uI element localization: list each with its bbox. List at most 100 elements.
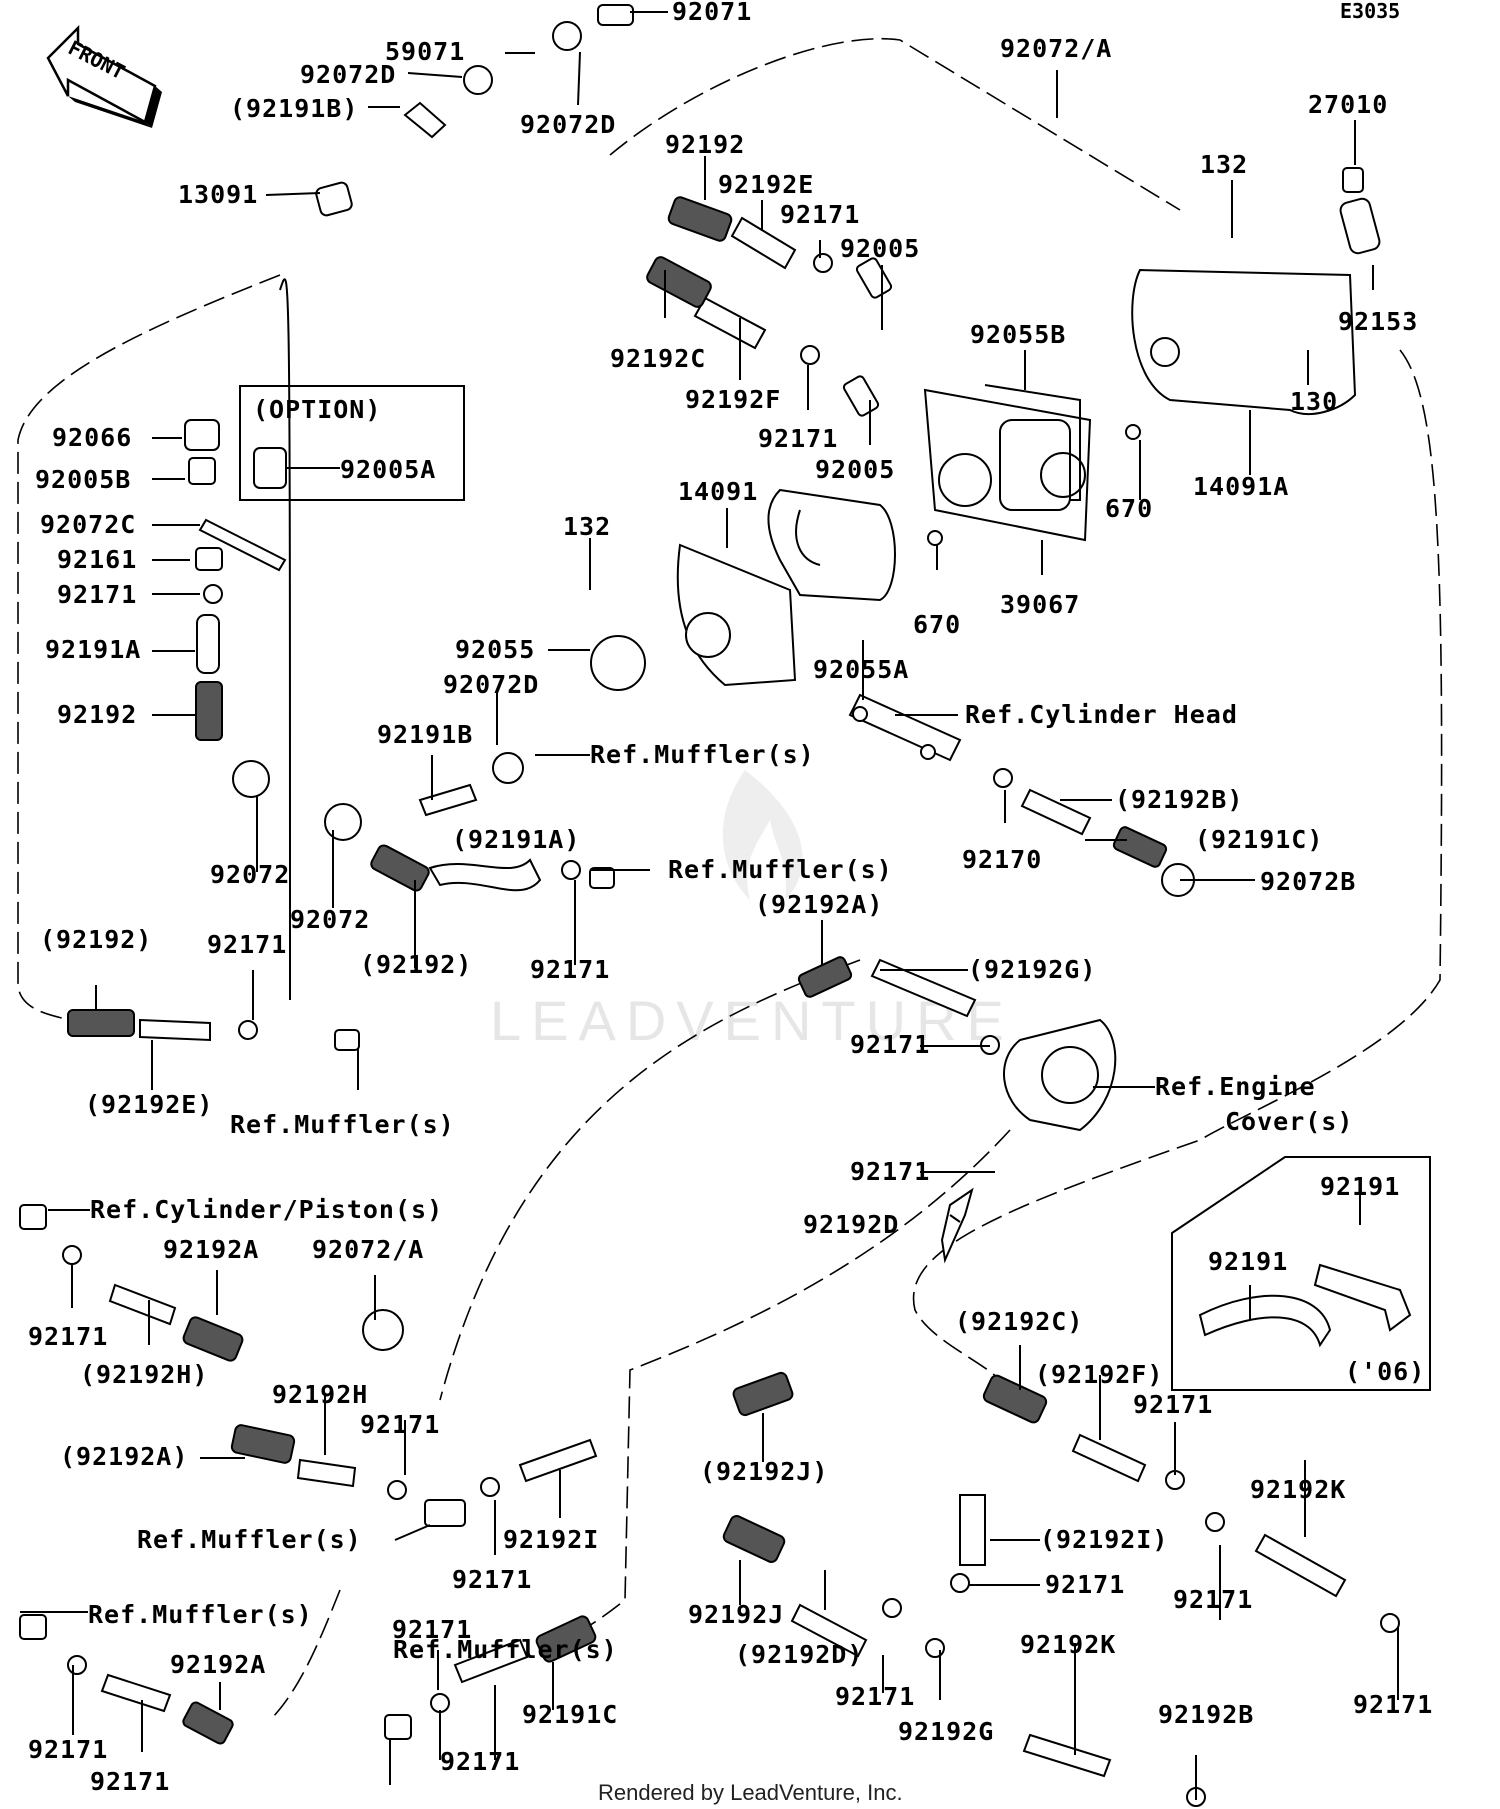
label-69: (92192F) (1035, 1360, 1163, 1389)
label-34: 92055A (813, 655, 909, 684)
label-49: (92192) (40, 925, 152, 954)
front-arrow-icon: FRONT (46, 24, 162, 128)
label-11: 132 (1200, 150, 1248, 179)
label-81: 92171 (1173, 1585, 1253, 1614)
label-18: 92171 (758, 424, 838, 453)
label-82: Ref.Muffler(s) (88, 1600, 313, 1629)
label-73: (92192A) (60, 1442, 188, 1471)
label-61: Ref.Cylinder/Piston(s) (90, 1195, 443, 1224)
label-72: 92171 (360, 1410, 440, 1439)
label-79: 92171 (452, 1565, 532, 1594)
leader-lines (20, 11, 1399, 1800)
label-90: 92171 (1353, 1690, 1433, 1719)
label-56: Cover(s) (1225, 1107, 1353, 1136)
label-07: 27010 (1308, 90, 1388, 119)
label-35: 92192 (57, 700, 137, 729)
label-50: 92171 (207, 930, 287, 959)
label-93: 92192B (1158, 1700, 1254, 1729)
label-64: 92072/A (312, 1235, 424, 1264)
label-92: 92192G (898, 1717, 994, 1746)
label-63: 92192A (163, 1235, 259, 1264)
label-47: (92192A) (755, 890, 883, 919)
label-74: (92192J) (700, 1457, 828, 1486)
label-41: (92191A) (452, 825, 580, 854)
variant-box-note: ('06) (1345, 1357, 1425, 1386)
label-66: 92171 (28, 1322, 108, 1351)
label-77: 92192I (503, 1525, 599, 1554)
label-91: 92171 (28, 1735, 108, 1764)
label-38: 92191B (377, 720, 473, 749)
footer-credit: Rendered by LeadVenture, Inc. (598, 1780, 903, 1805)
label-30: 670 (913, 610, 961, 639)
label-85: 92192J (688, 1600, 784, 1629)
label-42: (92191C) (1195, 825, 1323, 854)
label-33: 92055 (455, 635, 535, 664)
label-17: 130 (1290, 387, 1338, 416)
label-59: 92171 (850, 1157, 930, 1186)
label-32: 92191A (45, 635, 141, 664)
label-53: 92171 (530, 955, 610, 984)
label-89: 92191C (522, 1700, 618, 1729)
label-62: 92191 (1320, 1172, 1400, 1201)
label-03: (92191B) (230, 94, 358, 123)
label-27: 92171 (57, 580, 137, 609)
label-31: 39067 (1000, 590, 1080, 619)
hoses (100, 101, 1412, 1778)
label-65: 92191 (1208, 1247, 1288, 1276)
label-75: 92192K (1250, 1475, 1346, 1504)
label-67: (92192C) (955, 1307, 1083, 1336)
label-86: 92192K (1020, 1630, 1116, 1659)
label-25: 92072C (40, 510, 136, 539)
label-80: 92171 (1045, 1570, 1125, 1599)
option-box-title: (OPTION) (253, 395, 381, 424)
option-box (239, 385, 465, 501)
label-68: (92192H) (80, 1360, 208, 1389)
label-46: 92072 (210, 860, 290, 889)
label-87: (92192D) (735, 1640, 863, 1669)
label-83: 92171 (392, 1615, 472, 1644)
label-13: 92192C (610, 344, 706, 373)
part-labels: 92071 59071 92072D (92191B) 92072D 92072… (28, 0, 1433, 1796)
label-06: 13091 (178, 180, 258, 209)
label-95: 92171 (440, 1747, 520, 1776)
label-10: 92171 (780, 200, 860, 229)
label-01: 59071 (385, 37, 465, 66)
label-37: Ref.Cylinder Head (965, 700, 1238, 729)
diagram-code: E3035 (1340, 0, 1400, 23)
label-23: 670 (1105, 494, 1153, 523)
label-16: 92192F (685, 385, 781, 414)
watermark-flame-icon (722, 770, 803, 900)
label-78: (92192I) (1040, 1525, 1168, 1554)
hose-clamps (62, 21, 1400, 1807)
corrugated-hoses (67, 196, 1168, 1745)
label-43: 92170 (962, 845, 1042, 874)
label-21: 92005A (340, 455, 436, 484)
label-14: 92055B (970, 320, 1066, 349)
label-15: 92153 (1338, 307, 1418, 336)
label-71: 92171 (1133, 1390, 1213, 1419)
label-88: 92171 (835, 1682, 915, 1711)
label-22: 92005B (35, 465, 131, 494)
watermark-text: LEADVENTURE (490, 989, 1014, 1052)
label-44: Ref.Muffler(s) (668, 855, 893, 884)
label-45: 92072B (1260, 867, 1356, 896)
label-24: 14091A (1193, 472, 1289, 501)
label-84: 92192A (170, 1650, 266, 1679)
label-76: Ref.Muffler(s) (137, 1525, 362, 1554)
label-20: 92066 (52, 423, 132, 452)
label-09: 92192E (718, 170, 814, 199)
label-36: 92072D (443, 670, 539, 699)
label-55: Ref.Engine (1155, 1072, 1316, 1101)
label-58: Ref.Muffler(s) (230, 1110, 455, 1139)
label-08: 92192 (665, 130, 745, 159)
label-00: 92071 (672, 0, 752, 26)
label-57: (92192E) (85, 1090, 213, 1119)
label-02: 92072D (300, 60, 396, 89)
label-39: Ref.Muffler(s) (590, 740, 815, 769)
label-51: (92192G) (968, 955, 1096, 984)
label-26: 92161 (57, 545, 137, 574)
label-70: 92192H (272, 1380, 368, 1409)
label-48: 92072 (290, 905, 370, 934)
label-05: 92072/A (1000, 34, 1112, 63)
